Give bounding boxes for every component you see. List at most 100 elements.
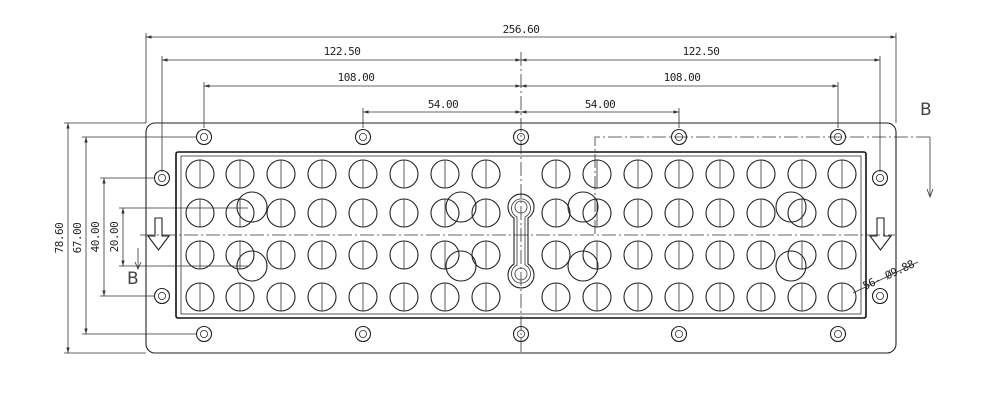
- dim-half-span-right-label: 122.50: [683, 45, 720, 58]
- hole-callout-label: 56- Ø9.88: [861, 258, 916, 293]
- seal-circle: [445, 250, 477, 282]
- cable-hole: [225, 240, 255, 270]
- cable-hole: [541, 159, 571, 189]
- cable-hole: [307, 240, 337, 270]
- section-arrow-left-head: [134, 261, 142, 271]
- cable-hole: [471, 159, 501, 189]
- cable-hole: [582, 282, 612, 312]
- cable-hole: [746, 159, 776, 189]
- cable-hole: [389, 198, 419, 228]
- bolt-hole: [829, 325, 847, 343]
- cable-hole: [471, 282, 501, 312]
- cable-hole: [430, 159, 460, 189]
- dim-row-span-inner-label: 20.00: [108, 222, 121, 253]
- cable-hole: [389, 159, 419, 189]
- cable-hole: [787, 198, 817, 228]
- dim-overall-width-label: 256.60: [503, 23, 540, 36]
- cable-hole: [664, 159, 694, 189]
- cable-hole: [705, 198, 735, 228]
- cable-hole: [746, 240, 776, 270]
- cable-hole: [787, 159, 817, 189]
- bolt-hole: [354, 325, 372, 343]
- bolt-hole: [153, 169, 171, 187]
- keyhole-slot-inner: [511, 198, 531, 284]
- cable-hole: [225, 159, 255, 189]
- right-flow-arrow: [868, 217, 893, 251]
- cable-hole: [746, 198, 776, 228]
- bolt-hole: [512, 325, 530, 343]
- cable-hole: [787, 282, 817, 312]
- cable-hole: [664, 198, 694, 228]
- cable-hole: [827, 282, 857, 312]
- cable-hole: [623, 240, 653, 270]
- bolt-hole: [871, 287, 889, 305]
- cable-hole: [623, 159, 653, 189]
- cable-hole: [225, 198, 255, 228]
- seal-circle: [445, 191, 477, 223]
- cable-hole: [827, 198, 857, 228]
- cable-hole: [348, 159, 378, 189]
- cable-hole: [827, 240, 857, 270]
- cable-hole: [266, 159, 296, 189]
- section-arrow-right-head: [926, 188, 934, 199]
- keyhole-top-circle: [514, 200, 528, 214]
- cable-hole: [389, 240, 419, 270]
- cable-hole: [266, 198, 296, 228]
- section-line-b: [594, 136, 930, 235]
- cable-hole: [389, 282, 419, 312]
- cable-hole: [582, 159, 612, 189]
- bolt-hole: [871, 169, 889, 187]
- seal-circle: [775, 191, 807, 223]
- seal-circle: [236, 191, 268, 223]
- cable-hole: [471, 240, 501, 270]
- dim-bolt-span-right-label: 108.00: [664, 71, 701, 84]
- cable-hole: [348, 198, 378, 228]
- cable-hole: [307, 159, 337, 189]
- bolt-hole: [512, 128, 530, 146]
- cable-hole: [430, 198, 460, 228]
- cable-hole: [623, 198, 653, 228]
- left-flow-arrow: [146, 217, 171, 251]
- cable-hole: [225, 282, 255, 312]
- bolt-hole: [195, 325, 213, 343]
- cable-hole: [541, 282, 571, 312]
- hole-callout-leader: [852, 261, 919, 294]
- cable-hole: [541, 198, 571, 228]
- bolt-hole: [153, 287, 171, 305]
- dim-bolt-pitch-right-label: 54.00: [585, 98, 616, 111]
- cable-hole: [266, 282, 296, 312]
- bolt-hole: [670, 325, 688, 343]
- cable-hole: [787, 240, 817, 270]
- cable-hole: [827, 159, 857, 189]
- dim-bolt-span-left-label: 108.00: [338, 71, 375, 84]
- cable-hole: [266, 240, 296, 270]
- cable-hole: [541, 240, 571, 270]
- cable-hole: [185, 240, 215, 270]
- dim-row-span-outer-label: 40.00: [89, 222, 102, 253]
- keyhole-bottom-circle: [514, 267, 528, 281]
- bolt-hole: [354, 128, 372, 146]
- cable-hole: [664, 282, 694, 312]
- cable-hole: [430, 240, 460, 270]
- keyhole-slot-outer: [507, 193, 535, 289]
- cable-hole: [471, 198, 501, 228]
- cable-hole: [348, 240, 378, 270]
- bolt-hole: [195, 128, 213, 146]
- cable-hole: [623, 282, 653, 312]
- dim-bolt-pitch-left-label: 54.00: [428, 98, 459, 111]
- cable-hole: [664, 240, 694, 270]
- cable-hole: [185, 159, 215, 189]
- cable-hole: [307, 282, 337, 312]
- cable-hole: [705, 282, 735, 312]
- cable-hole: [705, 159, 735, 189]
- cable-hole: [705, 240, 735, 270]
- seal-circle: [567, 191, 599, 223]
- section-mark-left: B: [127, 269, 139, 289]
- cable-hole: [746, 282, 776, 312]
- cable-hole: [185, 198, 215, 228]
- cable-hole: [348, 282, 378, 312]
- seal-circle: [567, 250, 599, 282]
- cable-hole: [430, 282, 460, 312]
- cable-hole: [185, 282, 215, 312]
